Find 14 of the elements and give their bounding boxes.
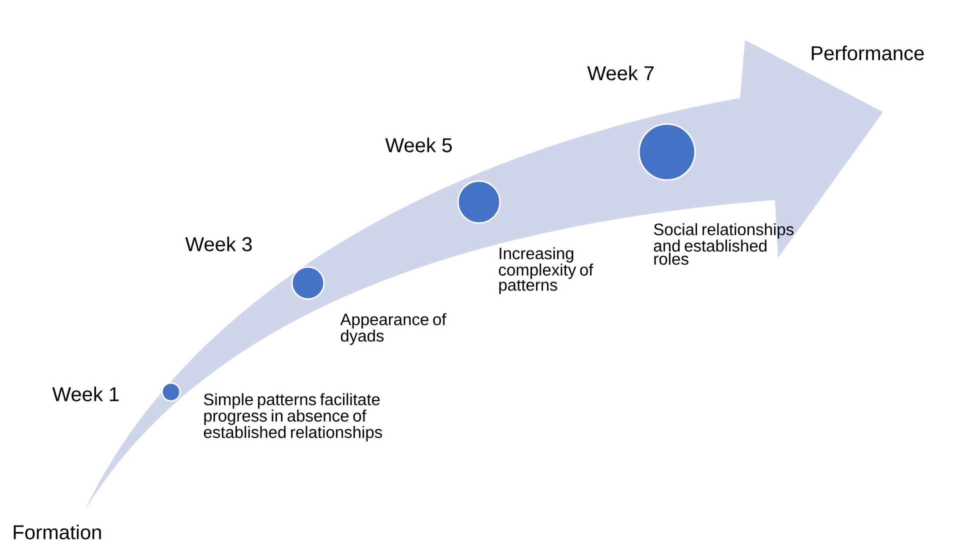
- axis-end-label: Performance: [812, 46, 924, 60]
- axis-end-label: Formation: [14, 524, 101, 540]
- week-label: Week 7: [587, 66, 654, 80]
- milestone-circle: [161, 382, 181, 402]
- stage-description: Appearance of dyads: [340, 313, 446, 345]
- milestone-circle: [638, 123, 696, 181]
- milestone-circle: [291, 266, 325, 300]
- stage-description: Increasing complexity of patterns: [498, 247, 594, 294]
- stage-description: Simple patterns facilitate progress in absence of established relationships: [204, 393, 382, 442]
- week-label: Week 3: [185, 236, 252, 252]
- week-label: Week 1: [52, 386, 119, 402]
- stage-description: Social relationships and established roles: [654, 223, 794, 265]
- week-label: Week 5: [385, 138, 452, 152]
- milestone-circle: [457, 180, 501, 224]
